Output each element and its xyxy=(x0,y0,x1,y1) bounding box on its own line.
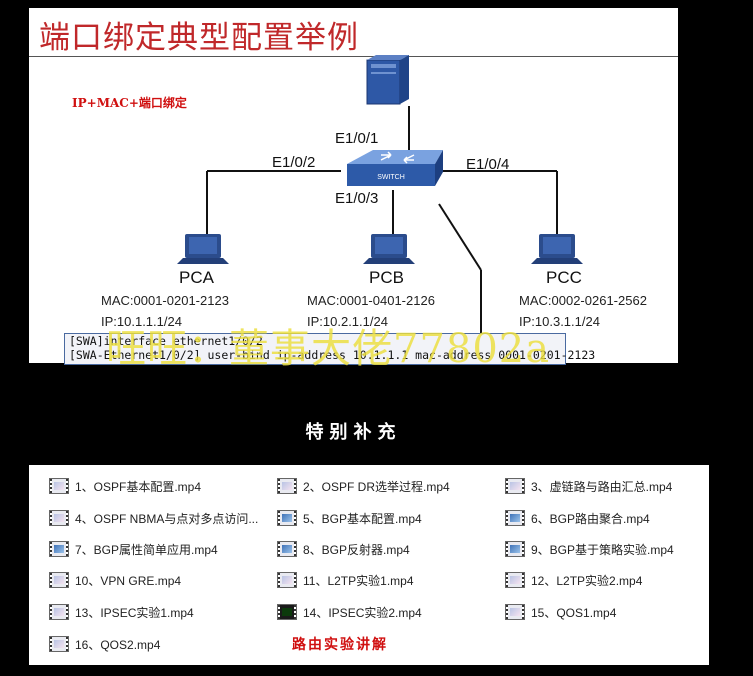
pc-b-icon xyxy=(363,234,415,264)
pc-b-mac: MAC:0001-0401-2126 xyxy=(307,293,435,308)
pc-b-ip: IP:10.2.1.1/24 xyxy=(307,314,388,329)
file-label: 5、BGP基本配置.mp4 xyxy=(303,511,422,526)
file-item[interactable]: 5、BGP基本配置.mp4 xyxy=(277,508,422,528)
file-label: 16、QOS2.mp4 xyxy=(75,637,161,652)
file-item[interactable]: 15、QOS1.mp4 xyxy=(505,602,616,622)
file-label: 12、L2TP实验2.mp4 xyxy=(531,573,643,588)
video-file-icon xyxy=(505,510,525,526)
video-file-icon xyxy=(277,541,297,557)
file-label: 2、OSPF DR选举过程.mp4 xyxy=(303,479,450,494)
video-file-icon xyxy=(505,572,525,588)
file-label: 13、IPSEC实验1.mp4 xyxy=(75,605,194,620)
switch-label: SWITCH xyxy=(377,174,405,181)
file-item[interactable]: 14、IPSEC实验2.mp4 xyxy=(277,602,422,622)
file-label: 1、OSPF基本配置.mp4 xyxy=(75,479,202,494)
file-item[interactable]: 8、BGP反射器.mp4 xyxy=(277,539,410,559)
file-label: 11、L2TP实验1.mp4 xyxy=(303,573,414,588)
link-switch-cable-a xyxy=(438,203,482,271)
file-label: 7、BGP属性简单应用.mp4 xyxy=(75,542,218,557)
file-item[interactable]: 6、BGP路由聚合.mp4 xyxy=(505,508,650,528)
video-file-icon xyxy=(49,478,69,494)
video-file-icon xyxy=(49,636,69,652)
file-item[interactable]: 12、L2TP实验2.mp4 xyxy=(505,570,642,590)
file-item[interactable]: 2、OSPF DR选举过程.mp4 xyxy=(277,476,450,496)
file-label: 8、BGP反射器.mp4 xyxy=(303,542,410,557)
video-file-icon xyxy=(277,510,297,526)
command-line-2: [SWA-Ethernet1/0/2] user-bind ip-address… xyxy=(69,348,596,362)
pc-a-name: PCA xyxy=(179,268,214,287)
port-label-e1-0-2: E1/0/2 xyxy=(272,154,316,171)
pc-a-mac: MAC:0001-0201-2123 xyxy=(101,293,229,308)
pc-c-ip: IP:10.3.1.1/24 xyxy=(519,314,600,329)
video-file-icon xyxy=(49,541,69,557)
slide: 端口绑定典型配置举例 IP+MAC+端口绑定 SWITCH xyxy=(29,8,678,365)
slide-title: 端口绑定典型配置举例 xyxy=(39,20,359,56)
pc-c-name: PCC xyxy=(546,268,582,287)
video-file-icon xyxy=(277,572,297,588)
slide-subtitle: IP+MAC+端口绑定 xyxy=(72,96,187,110)
video-file-icon xyxy=(505,604,525,620)
port-label-e1-0-4: E1/0/4 xyxy=(466,156,510,173)
video-file-icon xyxy=(49,572,69,588)
video-file-icon xyxy=(505,478,525,494)
file-label: 4、OSPF NBMA与点对多点访问... xyxy=(75,511,259,526)
file-label: 9、BGP基于策略实验.mp4 xyxy=(531,542,674,557)
file-item[interactable]: 11、L2TP实验1.mp4 xyxy=(277,570,414,590)
video-file-icon xyxy=(49,604,69,620)
video-file-icon xyxy=(505,541,525,557)
pc-c-mac: MAC:0002-0261-2562 xyxy=(519,293,647,308)
pc-b-name: PCB xyxy=(369,268,404,287)
port-label-e1-0-3: E1/0/3 xyxy=(335,190,379,207)
file-item[interactable]: 1、OSPF基本配置.mp4 xyxy=(49,476,201,496)
files-caption: 路由实验讲解 xyxy=(292,637,388,653)
video-file-icon xyxy=(49,510,69,526)
command-box: [SWA]interface ethernet1/0/2 [SWA-Ethern… xyxy=(64,333,596,365)
file-label: 15、QOS1.mp4 xyxy=(531,605,617,620)
pc-a-icon xyxy=(177,234,229,264)
file-item[interactable]: 9、BGP基于策略实验.mp4 xyxy=(505,539,674,559)
video-file-icon xyxy=(277,604,297,620)
file-label: 3、虚链路与路由汇总.mp4 xyxy=(531,479,673,494)
command-line-1: [SWA]interface ethernet1/0/2 xyxy=(69,334,263,348)
file-label: 6、BGP路由聚合.mp4 xyxy=(531,511,650,526)
port-label-e1-0-1: E1/0/1 xyxy=(335,130,379,147)
file-item[interactable]: 3、虚链路与路由汇总.mp4 xyxy=(505,476,672,496)
pc-c-icon xyxy=(531,234,583,264)
network-topology-diagram: SWITCH xyxy=(177,55,583,333)
file-label: 14、IPSEC实验2.mp4 xyxy=(303,605,422,620)
switch-icon: SWITCH xyxy=(347,150,443,186)
server-icon xyxy=(366,55,409,105)
video-file-icon xyxy=(277,478,297,494)
file-item[interactable]: 4、OSPF NBMA与点对多点访问... xyxy=(49,508,258,528)
file-list-panel: 1、OSPF基本配置.mp4 2、OSPF DR选举过程.mp4 3、虚链路与路… xyxy=(29,465,709,665)
file-item[interactable]: 7、BGP属性简单应用.mp4 xyxy=(49,539,218,559)
section-heading: 特别补充 xyxy=(305,422,402,443)
watermark-text: 旺旺：董事大佬77802a xyxy=(106,326,551,372)
file-item[interactable]: 13、IPSEC实验1.mp4 xyxy=(49,602,194,622)
pc-a-ip: IP:10.1.1.1/24 xyxy=(101,314,182,329)
file-item[interactable]: 16、QOS2.mp4 xyxy=(49,634,160,654)
file-label: 10、VPN GRE.mp4 xyxy=(75,573,182,588)
file-item[interactable]: 10、VPN GRE.mp4 xyxy=(49,570,181,590)
title-divider xyxy=(29,56,678,57)
